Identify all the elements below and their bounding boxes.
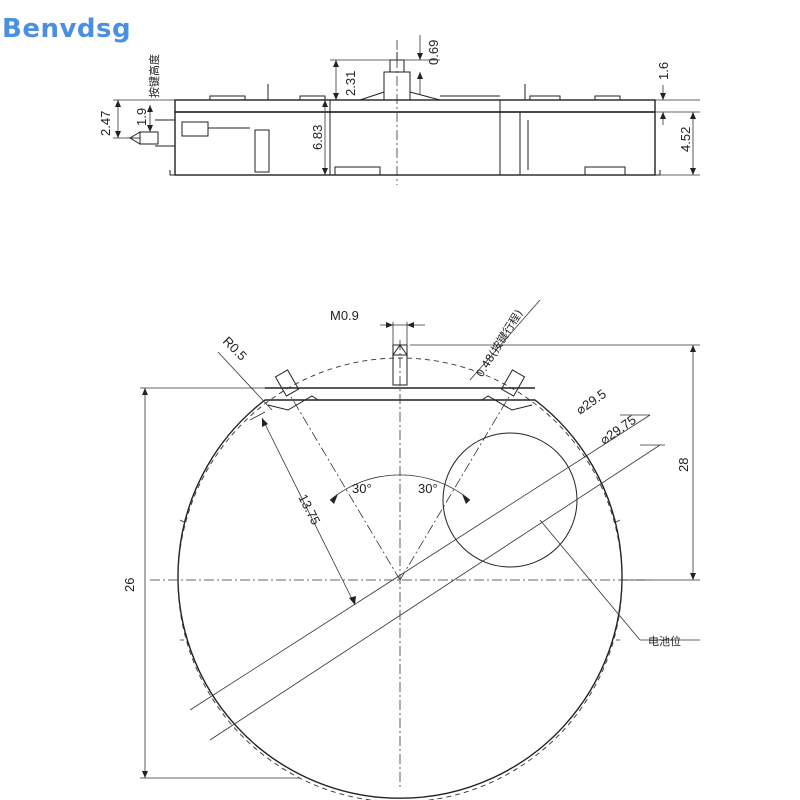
- dim-13-75: 13.75: [295, 492, 323, 528]
- brand-watermark: Benvdsg: [2, 14, 132, 44]
- label-key-height: 按键高度: [147, 54, 161, 98]
- dim-phi-29-5: ⌀29.5: [573, 386, 609, 417]
- label-battery: 电池位: [648, 634, 681, 648]
- dim-2-47: 2.47: [98, 111, 113, 136]
- dim-28: 28: [676, 458, 691, 472]
- side-body: [174, 111, 656, 176]
- radial-right: [399, 394, 511, 581]
- dim-phi-29-75: ⌀29.75: [597, 412, 639, 447]
- dim-6-83: 6.83: [310, 125, 325, 150]
- radial-left: [289, 394, 401, 581]
- dim-4-52: 4.52: [678, 127, 693, 152]
- top-view: 30° 30° 电池位 ⌀29.5 ⌀29.75 13.75 R0.5 M0.9: [122, 299, 700, 800]
- dim-26: 26: [122, 578, 137, 592]
- dim-1-6: 1.6: [656, 62, 671, 80]
- battery-position: [442, 432, 578, 568]
- dim-0-69: 0.69: [426, 40, 441, 65]
- dim-m0-9: M0.9: [330, 308, 359, 323]
- dia-line-29-75: [209, 444, 661, 741]
- dia-line-29-5: [189, 414, 651, 711]
- side-top-plate: [174, 99, 656, 113]
- angle-left: 30°: [352, 481, 372, 496]
- side-view: 2.47 1.9 按键高度 2.31 6.83 0.69 1.6: [98, 35, 700, 185]
- body-outline: [177, 399, 623, 799]
- dim-2-31: 2.31: [343, 71, 358, 96]
- dim-0-48-key-travel: 0.48(按键行程): [473, 307, 526, 380]
- dim-1-9: 1.9: [134, 108, 149, 126]
- angle-right: 30°: [418, 481, 438, 496]
